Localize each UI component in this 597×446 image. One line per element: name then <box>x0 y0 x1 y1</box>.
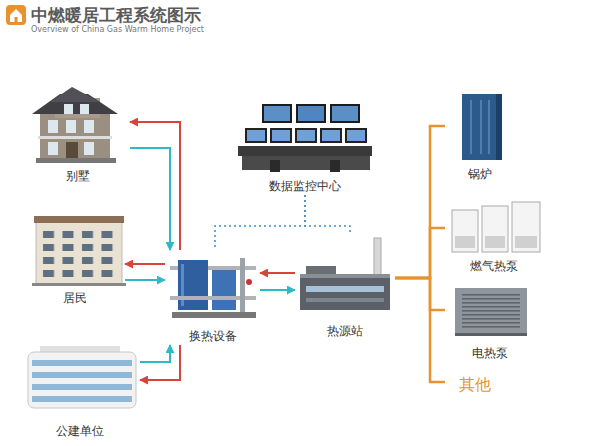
heat-source-station-picture <box>300 238 390 310</box>
residence-node: 居民 <box>25 212 125 307</box>
heat-exchanger-picture <box>170 258 256 318</box>
logo-icon <box>6 5 26 25</box>
connector <box>125 279 165 281</box>
monitor-center-picture <box>238 104 372 172</box>
node-label: 数据监控中心 <box>267 178 343 195</box>
node-label: 换热设备 <box>187 328 239 345</box>
label-holder: 热源站 <box>295 320 395 340</box>
label-holder: 别墅 <box>25 165 130 185</box>
public-building-node: 公建单位 <box>20 340 140 440</box>
node-label: 公建单位 <box>54 423 106 440</box>
node-label: 其他 <box>457 375 493 396</box>
subtitle: Overview of China Gas Warm Home Project <box>31 25 204 34</box>
electric-heat-pump-node: 电热泵 <box>445 282 535 362</box>
apartment-picture <box>32 216 126 286</box>
connector <box>130 122 180 250</box>
monitor-center-node: 数据监控中心 <box>232 100 378 195</box>
connector <box>395 278 445 310</box>
connector <box>140 345 180 380</box>
label-holder: 燃气热泵 <box>445 255 543 275</box>
diagram-title: 中燃暖居工程系统图示 <box>31 4 201 27</box>
connector <box>260 289 295 291</box>
node-label: 燃气热泵 <box>468 258 520 275</box>
connector <box>260 272 295 274</box>
label-holder: 锅炉 <box>445 163 515 183</box>
electric-heat-pump-picture <box>455 288 527 336</box>
label-holder: 电热泵 <box>445 342 535 362</box>
boiler-node: 锅炉 <box>445 88 515 183</box>
connector <box>395 126 445 278</box>
connector <box>125 263 165 265</box>
label-holder: 其他 <box>445 375 505 396</box>
label-holder: 数据监控中心 <box>232 175 378 195</box>
connector <box>395 228 445 278</box>
node-label: 居民 <box>61 290 89 307</box>
heat-source-node: 热源站 <box>295 235 395 340</box>
label-holder: 公建单位 <box>20 420 140 440</box>
boiler-picture <box>462 94 502 160</box>
connector <box>395 278 445 382</box>
node-label: 电热泵 <box>470 345 510 362</box>
connector <box>305 195 350 235</box>
label-holder: 居民 <box>25 287 125 307</box>
gas-heat-pump-node: 燃气热泵 <box>445 200 543 275</box>
heat-exchanger-node: 换热设备 <box>165 250 260 345</box>
villa-picture <box>32 87 118 163</box>
connector <box>215 195 305 250</box>
public-building-picture <box>28 346 136 408</box>
node-label: 热源站 <box>325 323 365 340</box>
connector <box>130 148 170 250</box>
node-label: 别墅 <box>64 168 92 185</box>
label-holder: 换热设备 <box>165 325 260 345</box>
connector <box>140 345 170 362</box>
other-node: 其他 <box>445 368 505 396</box>
node-label: 锅炉 <box>466 166 494 183</box>
gas-heat-pump-picture <box>452 202 540 252</box>
villa-node: 别墅 <box>25 85 130 185</box>
